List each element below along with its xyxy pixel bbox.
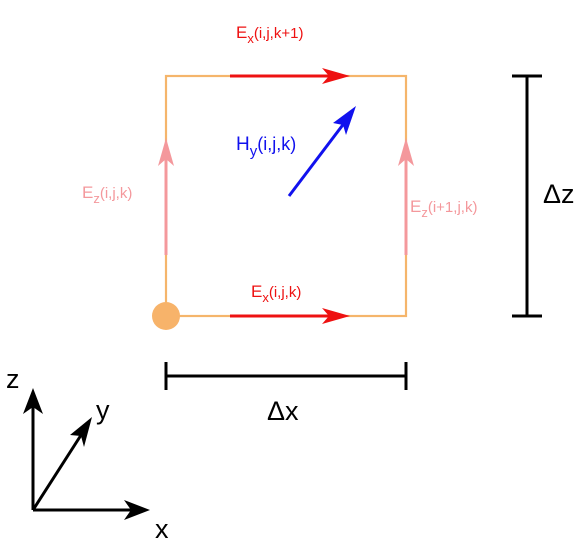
ez-right-label: Ez(i+1,j,k) — [410, 197, 477, 220]
ex-bottom-arrow — [230, 308, 350, 324]
coordinate-axes — [23, 388, 150, 520]
ez-right-arrow — [398, 138, 414, 255]
ez-left-label: Ez(i,j,k) — [82, 183, 132, 206]
dz-label: Δz — [543, 179, 575, 209]
ez-left-arrow — [158, 138, 174, 255]
dx-label: Δx — [267, 396, 299, 426]
ex-top-arrow — [230, 68, 350, 84]
origin-node — [152, 302, 180, 330]
cell-outline — [164, 74, 408, 318]
dz-dimension-bar — [512, 74, 542, 318]
hy-label: Hy(i,j,k) — [236, 134, 296, 160]
x-axis-label: x — [155, 514, 169, 544]
y-axis-label: y — [96, 395, 110, 425]
dx-dimension-bar — [164, 362, 408, 390]
ex-bottom-label: Ex(i,j,k) — [251, 282, 301, 305]
ex-top-label: Ex(i,j,k+1) — [236, 23, 303, 46]
z-axis-label: z — [6, 364, 20, 394]
hy-arrow — [287, 106, 356, 197]
